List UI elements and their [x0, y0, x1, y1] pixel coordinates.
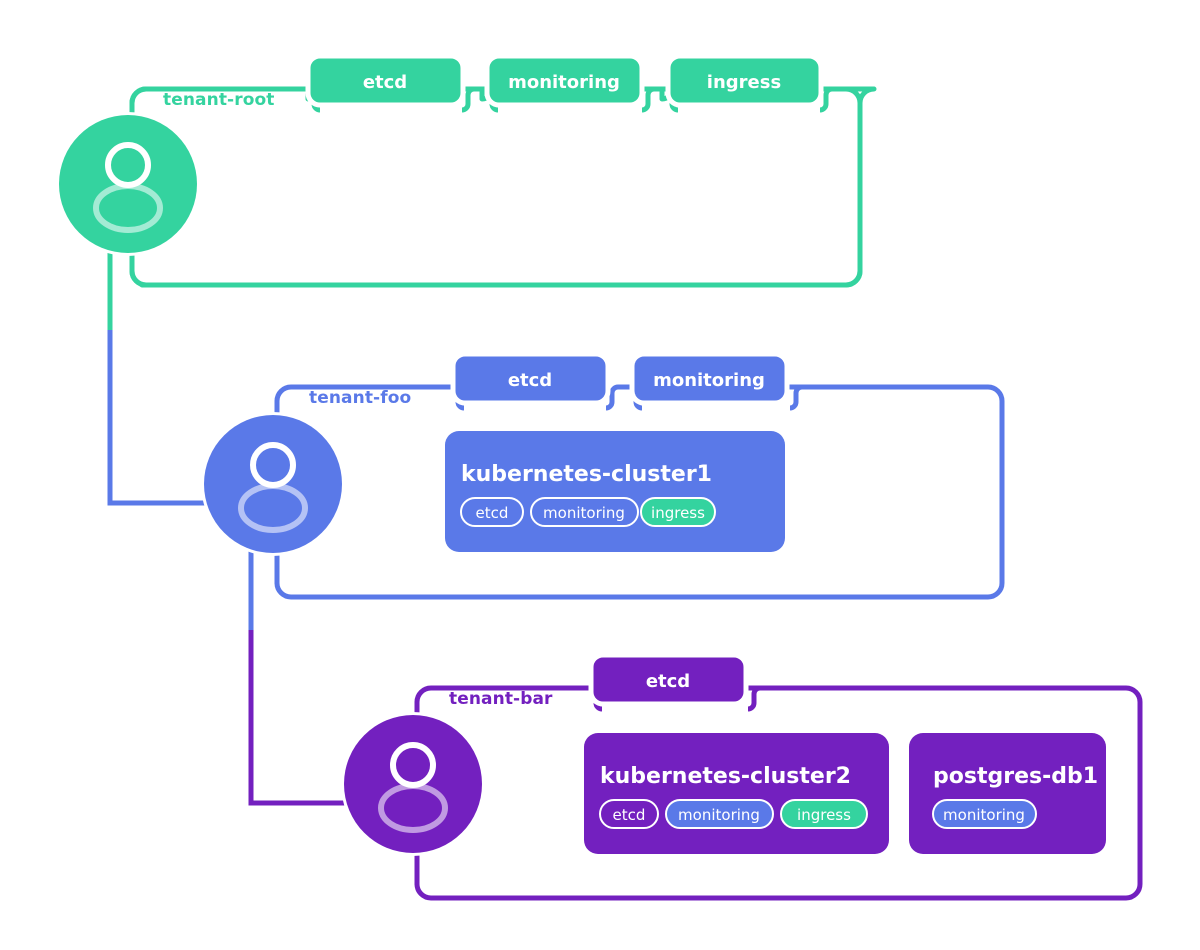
resource-card-kubernetes-cluster2[interactable]: kubernetes-cluster2 etcd monitoring ingr…: [584, 733, 889, 854]
resource-card-kubernetes-cluster1[interactable]: kubernetes-cluster1 etcd monitoring ingr…: [445, 431, 785, 552]
chip-label: ingress: [651, 504, 705, 522]
chip-label: ingress: [797, 806, 851, 824]
tenant-foo-tag-etcd[interactable]: etcd: [450, 351, 611, 406]
chip-ingress[interactable]: ingress: [640, 497, 716, 527]
chip-label: monitoring: [943, 806, 1025, 824]
tenant-root-tag-monitoring[interactable]: monitoring: [484, 53, 645, 108]
tenant-root-container: [129, 86, 877, 288]
tenant-foo-label: tenant-foo: [309, 388, 411, 408]
connector-foo-to-bar: [248, 548, 359, 806]
tenant-root-tag-ingress[interactable]: ingress: [665, 53, 824, 108]
tag-label: etcd: [508, 370, 552, 391]
chip-etcd[interactable]: etcd: [460, 497, 524, 527]
tenant-foo-group[interactable]: tenant-foo etcd monitoring kubernetes-cl…: [201, 351, 1005, 600]
chip-monitoring[interactable]: monitoring: [665, 799, 774, 829]
resource-title: postgres-db1: [933, 764, 1098, 789]
tag-label: monitoring: [653, 370, 765, 391]
tenant-foo-tag-monitoring[interactable]: monitoring: [629, 351, 790, 406]
tenant-root-label: tenant-root: [163, 90, 274, 110]
chip-label: etcd: [476, 504, 509, 522]
resource-card-postgres-db1[interactable]: postgres-db1 monitoring: [909, 733, 1106, 854]
chip-monitoring[interactable]: monitoring: [530, 497, 639, 527]
tenant-foo-avatar[interactable]: [201, 412, 345, 556]
chip-label: monitoring: [678, 806, 760, 824]
chip-label: etcd: [613, 806, 646, 824]
tenant-root-avatar[interactable]: [56, 112, 200, 256]
tenant-bar-label: tenant-bar: [449, 689, 553, 709]
connector-root-to-foo: [107, 248, 218, 506]
tag-label: etcd: [363, 72, 407, 93]
tenant-bar-group[interactable]: tenant-bar etcd kubernetes-cluster2 etcd…: [341, 652, 1143, 901]
resource-title: kubernetes-cluster1: [461, 462, 712, 487]
tenant-bar-avatar[interactable]: [341, 712, 485, 856]
tenant-root-group[interactable]: tenant-root etcd monitoring ingress: [56, 53, 877, 288]
tag-label: ingress: [707, 72, 781, 93]
tag-label: monitoring: [508, 72, 620, 93]
tenant-bar-tag-etcd[interactable]: etcd: [588, 652, 749, 707]
chip-etcd[interactable]: etcd: [599, 799, 659, 829]
resource-title: kubernetes-cluster2: [600, 764, 851, 789]
chip-ingress[interactable]: ingress: [780, 799, 868, 829]
chip-label: monitoring: [543, 504, 625, 522]
tag-label: etcd: [646, 671, 690, 692]
tenant-root-tag-etcd[interactable]: etcd: [305, 53, 466, 108]
chip-monitoring[interactable]: monitoring: [932, 799, 1037, 829]
